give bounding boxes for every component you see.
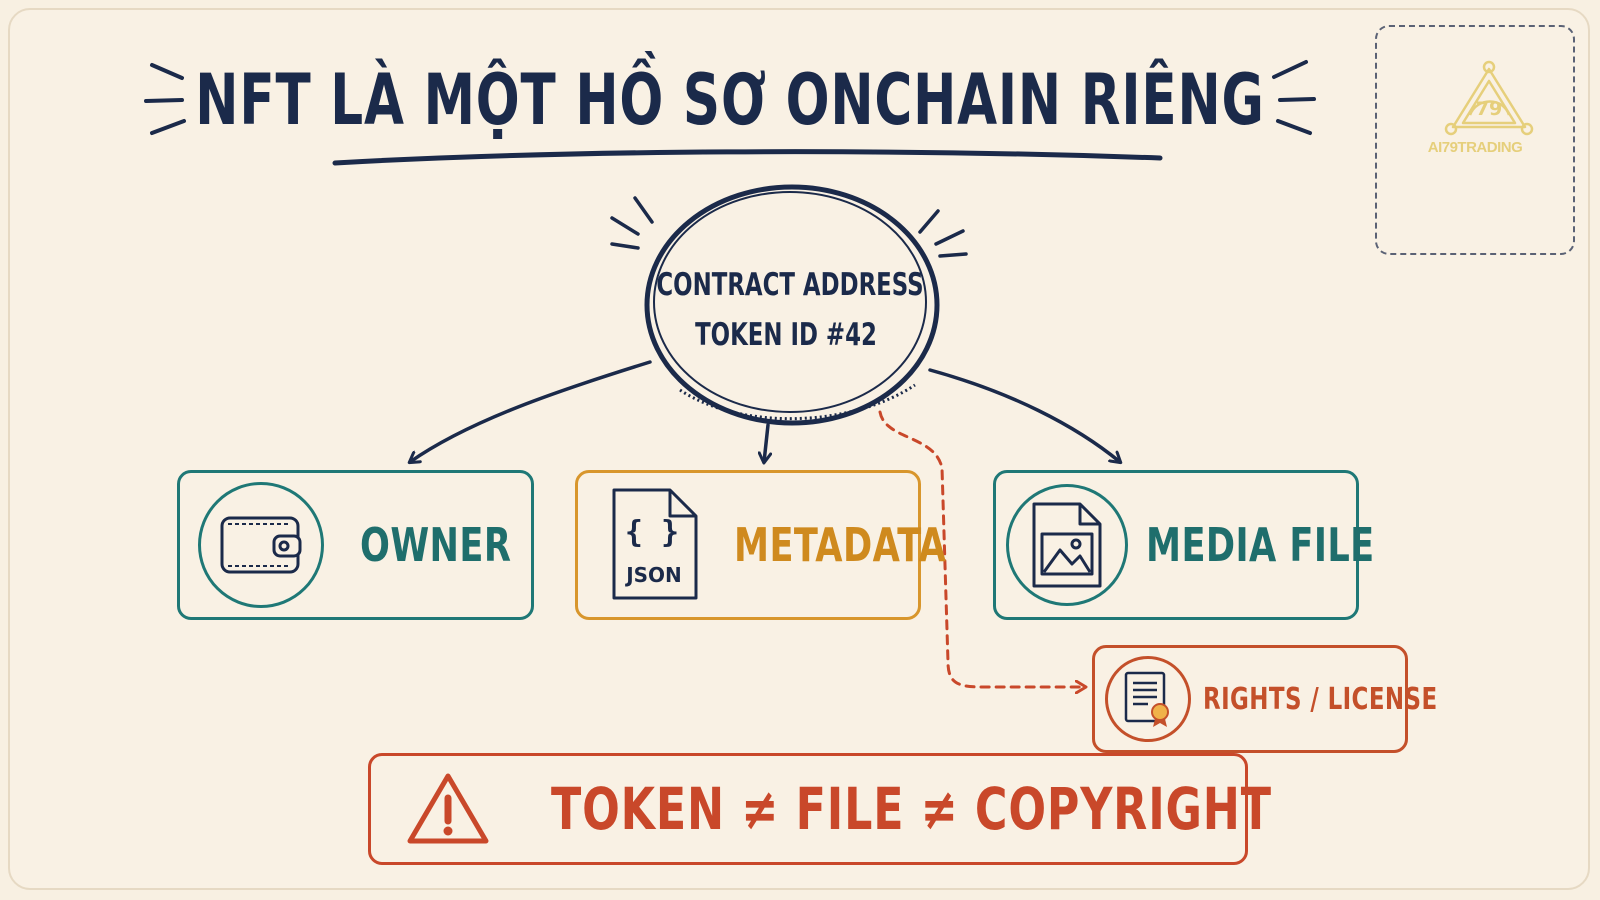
arrow-to-rights	[878, 410, 1085, 687]
arrow-to-media	[928, 368, 1120, 462]
center-line2: TOKEN ID #42	[695, 317, 877, 353]
json-icon-text: JSON	[624, 563, 682, 587]
warning-banner: TOKEN ≠ FILE ≠ COPYRIGHT	[368, 753, 1271, 865]
metadata-node: { } JSON METADATA	[575, 470, 946, 620]
logo-placeholder: 79 AI79TRADING	[1375, 25, 1575, 255]
arrow-to-owner	[410, 360, 652, 462]
center-emphasis	[610, 196, 968, 258]
image-file-icon	[1032, 502, 1102, 588]
json-braces: { }	[625, 515, 679, 550]
slide-frame	[8, 8, 1590, 890]
center-line1: CONTRACT ADDRESS	[656, 267, 923, 303]
warning-icon	[407, 773, 489, 844]
rights-license-label: RIGHTS / LICENSE	[1203, 681, 1438, 717]
certificate-icon	[1124, 671, 1169, 727]
logo-text: AI79TRADING	[1427, 139, 1523, 156]
metadata-label: METADATA	[734, 518, 947, 572]
logo-emblem-icon: 79	[1444, 60, 1534, 136]
rights-license-node: RIGHTS / LICENSE	[1092, 645, 1437, 753]
title-underline	[332, 149, 1163, 166]
owner-icon-circle	[198, 482, 324, 608]
title-emphasis-right	[1272, 60, 1316, 135]
owner-label: OWNER	[360, 518, 512, 572]
media-file-label: MEDIA FILE	[1146, 518, 1375, 572]
arrow-to-metadata	[764, 423, 768, 462]
page-title: NFT LÀ MỘT HỒ SƠ ONCHAIN RIÊNG	[195, 59, 1265, 141]
owner-node: OWNER	[177, 470, 534, 620]
json-file-icon: { } JSON	[612, 488, 698, 600]
rights-icon-circle	[1105, 656, 1191, 742]
media-file-node: MEDIA FILE	[993, 470, 1374, 620]
warning-text: TOKEN ≠ FILE ≠ COPYRIGHT	[551, 775, 1272, 843]
wallet-icon	[220, 516, 302, 574]
logo-emblem-text: 79	[1476, 98, 1502, 120]
center-node: CONTRACT ADDRESS TOKEN ID #42	[644, 184, 940, 426]
title-emphasis-left	[144, 63, 186, 135]
media-icon-circle	[1006, 484, 1128, 606]
